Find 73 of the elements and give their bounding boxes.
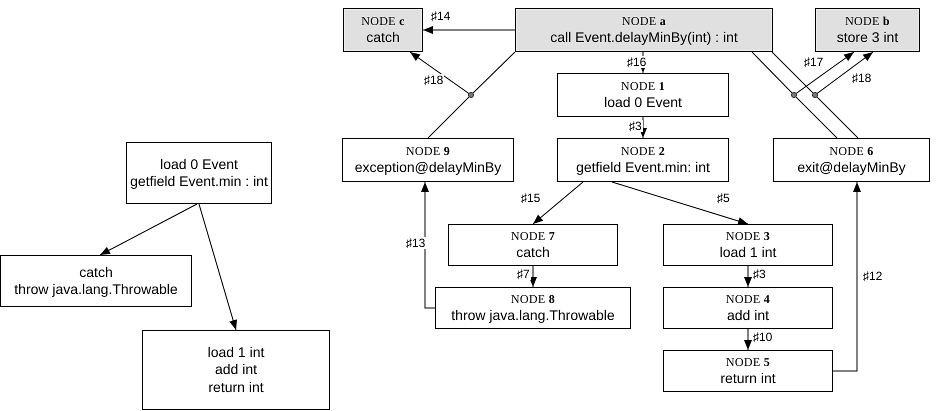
process-box [815,8,920,52]
arrow [532,182,584,224]
instruction-text: store 3 int [836,28,898,46]
arrow [529,266,537,288]
instruction-text: return int [720,370,776,388]
arrow [612,182,748,225]
instruction-text: throw java.lang.Throwable [14,281,178,298]
edge-label: ♯5 [716,192,731,204]
node-heading: NODE 8 [510,292,556,307]
instruction-text: add int [726,306,770,324]
process-box [515,8,773,52]
node-heading: NODE 4 [726,292,770,307]
instruction-text: load 0 Event [604,94,682,112]
arrow [198,204,238,330]
arrow [639,116,647,138]
instruction-text: load 0 Event [160,156,238,173]
node-heading: NODE 3 [726,228,770,244]
arrow [814,52,874,96]
arrow [744,328,752,350]
edge-label: ♯16 [626,56,648,68]
arrow [744,266,752,288]
node-heading: NODE c [361,14,405,29]
process-box [343,8,423,52]
process-box [435,287,631,329]
edge-label: ♯18 [851,72,872,84]
arrow [422,26,516,34]
process-box [126,142,272,204]
process-box [663,350,833,392]
arrow [410,52,472,96]
instruction-text: call Event.delayMinBy(int) : int [550,28,738,46]
instruction-text: return int [208,378,264,396]
node-heading: NODE 1 [620,78,666,94]
node-heading: NODE 7 [510,228,556,244]
process-box [557,138,729,182]
instruction-text: getfield Event.min: int [576,158,710,176]
instruction-text: exception@delayMinBy [354,158,502,176]
process-box [663,224,833,266]
node-heading: NODE 2 [620,144,666,159]
node-heading: NODE b [845,14,890,29]
arrow [100,204,198,256]
instruction-text: catch [516,244,550,262]
node-heading: NODE 6 [829,144,874,159]
node-heading: NODE 9 [406,144,450,159]
edge-label: ♯15 [520,192,542,204]
process-box [663,287,833,329]
edge-label: ♯7 [516,268,531,280]
process-box [142,330,330,410]
instruction-text: getfield Event.min : int [130,173,268,190]
edge-label: ♯3 [752,268,767,280]
instruction-text: load 1 int [720,244,776,262]
instruction-text: catch [79,264,113,281]
instruction-text: exit@delayMinBy [797,158,906,176]
edge-label: ♯10 [752,331,774,343]
node-heading: NODE a [622,14,666,29]
process-box [773,138,930,182]
edge-label: ♯13 [405,237,426,249]
node-heading: NODE 5 [726,354,770,370]
instruction-text: load 1 int [208,344,264,362]
process-box [557,73,729,117]
arrow [421,182,436,308]
process-box [342,138,514,182]
process-box [448,224,618,266]
process-box [0,255,192,307]
edge-label: ♯17 [803,56,824,68]
edge-label: ♯18 [423,74,444,86]
edge-label: ♯12 [862,270,884,282]
edge-label: ♯3 [628,120,643,132]
instruction-text: add int [214,361,258,379]
instruction-text: catch [366,28,400,46]
instruction-text: throw java.lang.Throwable [451,306,615,324]
arrow [832,182,861,372]
arrow [794,52,854,96]
edge-label: ♯14 [430,10,452,22]
